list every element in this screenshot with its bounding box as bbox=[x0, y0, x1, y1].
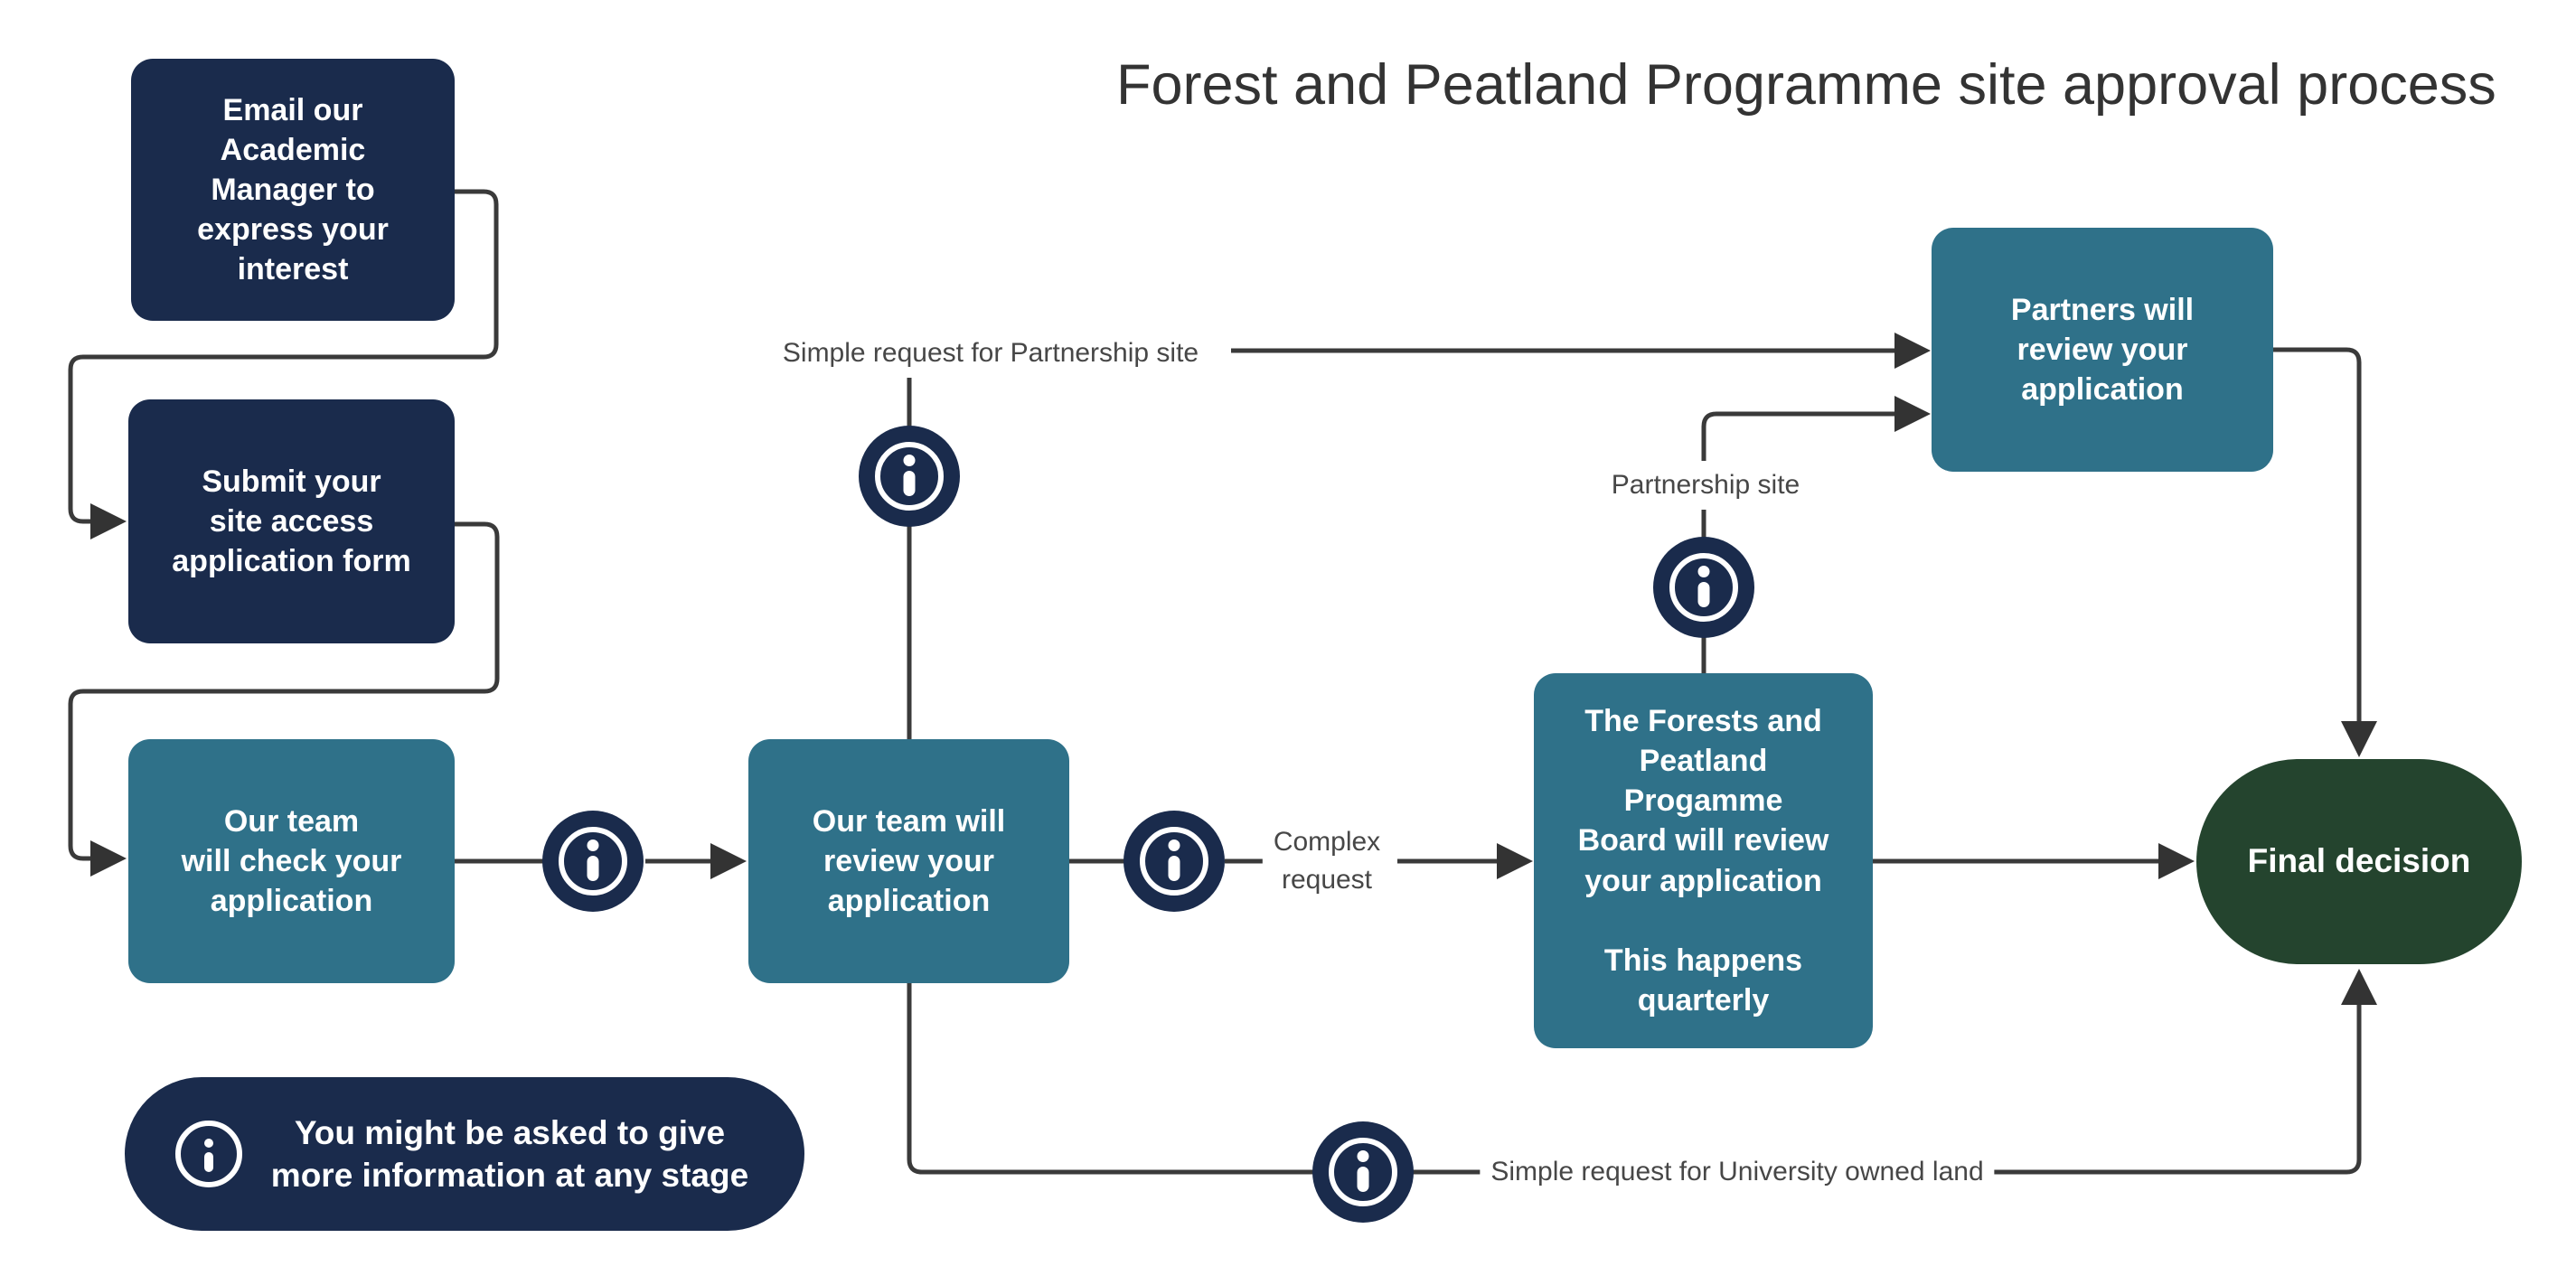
connector-submit-to-check bbox=[68, 521, 500, 877]
edge-label-partnership-site: Partnership site bbox=[1600, 461, 1811, 510]
info-icon-dot bbox=[1168, 839, 1180, 851]
info-icon-stem bbox=[587, 856, 599, 881]
node-email-academic-manager: Email our Academic Manager to express yo… bbox=[131, 59, 455, 321]
info-icon bbox=[1312, 1121, 1414, 1223]
info-icon bbox=[1653, 537, 1754, 638]
info-icon-stem bbox=[903, 471, 916, 496]
info-icon-ring bbox=[175, 1121, 242, 1187]
diagram-title: Forest and Peatland Programme site appro… bbox=[1116, 53, 2496, 117]
info-icon-ring bbox=[559, 827, 627, 896]
node-team-review-application: Our team will review your application bbox=[748, 739, 1069, 983]
edge-label-simple-request-university: Simple request for University owned land bbox=[1480, 1148, 1995, 1196]
info-icon-ring bbox=[1669, 553, 1738, 622]
info-icon-stem bbox=[1697, 582, 1710, 607]
info-icon-stem bbox=[204, 1152, 213, 1172]
edge-label-simple-request-partnership: Simple request for Partnership site bbox=[771, 329, 1210, 378]
info-icon-dot bbox=[903, 455, 916, 466]
info-icon-dot bbox=[587, 839, 599, 851]
info-icon-ring bbox=[875, 442, 944, 511]
info-icon-stem bbox=[1168, 856, 1180, 881]
node-final-decision: Final decision bbox=[2196, 759, 2522, 964]
note-pill: You might be asked to give more informat… bbox=[125, 1077, 804, 1231]
info-icon-dot bbox=[204, 1139, 213, 1148]
note-text: You might be asked to give more informat… bbox=[270, 1113, 749, 1194]
connector-partners-to-final bbox=[2273, 347, 2377, 757]
connector-partnership-site-to-partners bbox=[1701, 396, 1931, 472]
node-partners-review-application: Partners will review your application bbox=[1932, 228, 2273, 472]
info-icon-ring bbox=[1140, 827, 1208, 896]
connector-email-to-submit bbox=[68, 189, 499, 539]
info-icon bbox=[1123, 811, 1225, 912]
info-icon bbox=[542, 811, 644, 912]
node-submit-application-form: Submit your site access application form bbox=[128, 399, 455, 643]
info-icon-dot bbox=[1697, 566, 1710, 577]
info-icon-ring bbox=[1329, 1138, 1397, 1206]
info-icon-dot bbox=[1357, 1150, 1369, 1162]
info-icon bbox=[175, 1121, 242, 1187]
node-team-check-application: Our team will check your application bbox=[128, 739, 455, 983]
info-icon-stem bbox=[1357, 1167, 1369, 1192]
edge-label-complex-request: Complex request bbox=[1262, 818, 1392, 905]
info-icon bbox=[859, 426, 960, 527]
node-board-review-application: The Forests and Peatland Progamme Board … bbox=[1534, 673, 1873, 1048]
